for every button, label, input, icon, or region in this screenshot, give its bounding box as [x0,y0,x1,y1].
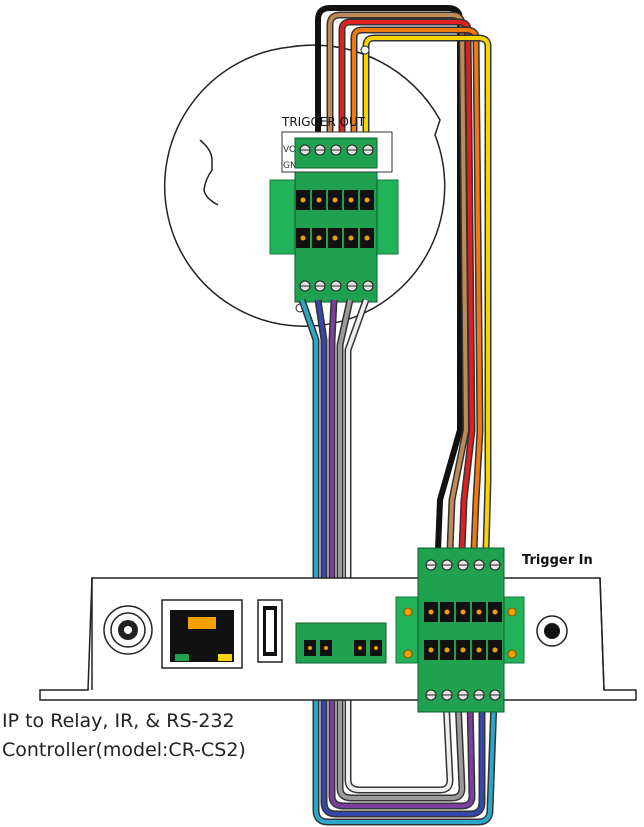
controller-label-line1: IP to Relay, IR, & RS-232 [2,710,235,732]
top-wire-bundle [315,5,492,551]
usb-port-icon [257,599,283,663]
bottom-screws-bottom [425,689,501,701]
bottom-terminal-block [395,547,525,713]
controller-terminal [295,622,387,664]
wire-white [344,298,454,794]
trigger-out-label: TRIGGER OUT [281,115,366,129]
bottom-screws-top [425,559,501,571]
bottom-pins-lower [424,640,502,660]
bottom-pins-upper [424,602,502,622]
top-screws-bottom [299,280,374,292]
controller-housing [39,577,637,701]
top-pins-upper [296,190,374,210]
top-pins-lower [296,228,374,248]
trigger-in-label: Trigger In [522,553,593,568]
top-screws [299,144,374,156]
screw-hole-icon [360,45,370,55]
vo-label: VO [283,145,296,155]
bottom-wire-bundle [298,298,498,826]
power-jack-icon [536,615,568,647]
controller-label-line2: Controller(model:CR-CS2) [2,739,246,761]
gn-label: GN [283,161,297,171]
antenna-port-icon [103,605,153,655]
top-terminal-block: TRIGGER OUT VO GN [269,45,399,313]
lan-port-icon [161,599,243,669]
